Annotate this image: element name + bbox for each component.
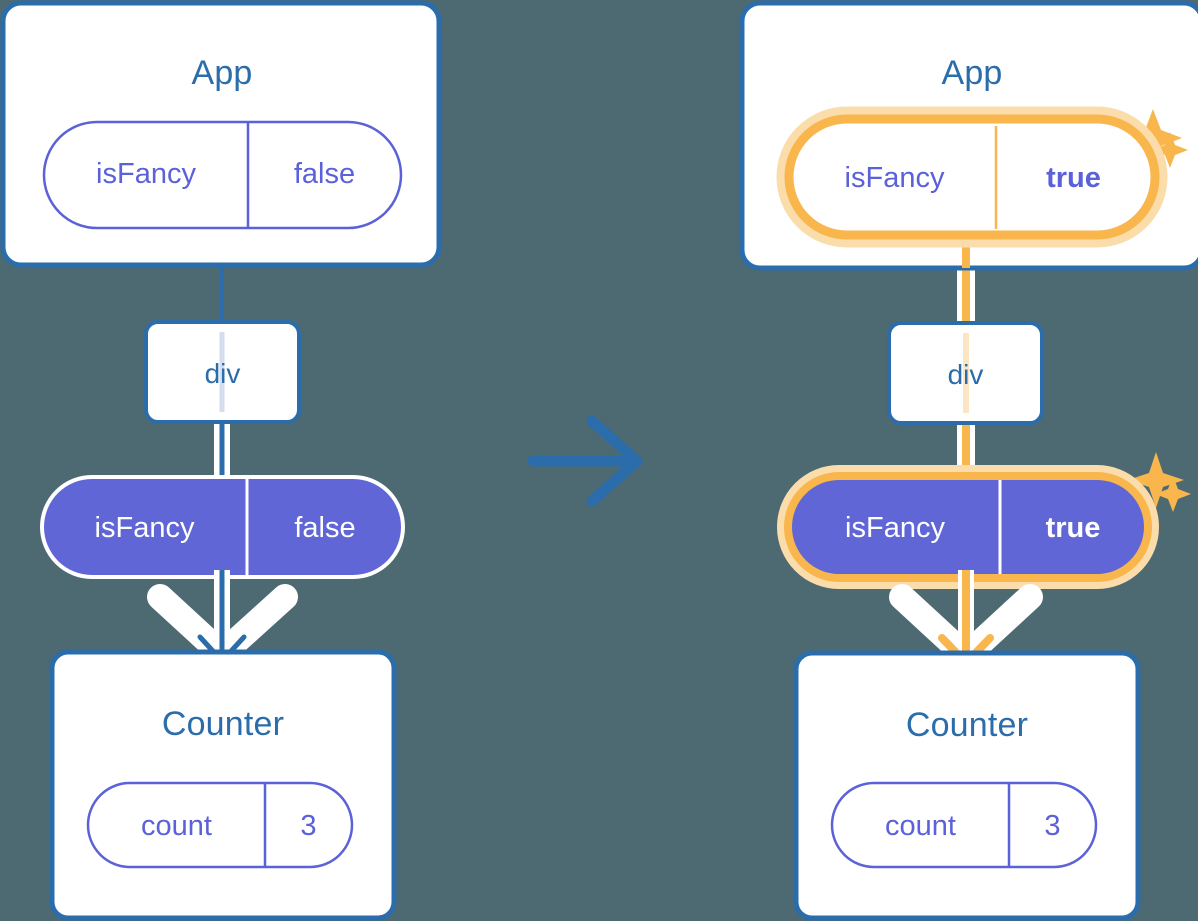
div-node-right: [887, 321, 1044, 425]
sparkle-icon-app-small: [1152, 132, 1188, 168]
prop-pill-left-shape: [40, 475, 405, 579]
counter-state-pill-left-shape: [86, 781, 354, 869]
counter-state-pill-left: [86, 781, 354, 869]
arrow-pill-to-counter-left: [147, 570, 298, 667]
app-state-pill-right: [776, 106, 1168, 248]
app-state-pill-right-ring: [784, 114, 1160, 240]
sparkle-icon-pill-small: [1155, 476, 1191, 512]
prop-pill-right: [777, 465, 1159, 589]
counter-state-pill-right: [830, 781, 1098, 869]
app-state-pill-left: [42, 120, 403, 230]
counter-state-pill-right-shape: [830, 781, 1098, 869]
transition-arrow-icon: [527, 415, 643, 507]
prop-pill-left: [40, 475, 405, 579]
prop-pill-right-shape: [784, 472, 1152, 582]
div-node-left: [144, 320, 301, 424]
app-state-pill-left-shape: [42, 120, 403, 230]
sparkle-icon-pill-large: [1128, 452, 1184, 508]
